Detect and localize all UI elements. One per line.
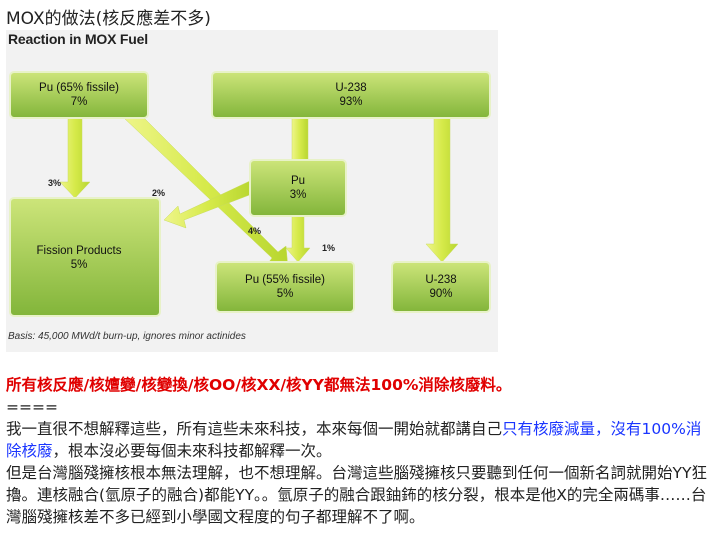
- diagram-heading: Reaction in MOX Fuel: [8, 31, 148, 47]
- flow-arrow-pu65-to-fp: [59, 117, 91, 199]
- node-pu55: Pu (55% fissile) 5%: [216, 273, 354, 301]
- node-pu55-value: 5%: [276, 288, 294, 300]
- flow-label-pu-to-pu55: 1%: [322, 243, 336, 253]
- headline: 所有核反應/核嬗變/核變換/核OO/核XX/核YY都無法100%消除核廢料。: [6, 376, 512, 394]
- flow-arrow-u238-to-pu-body: [291, 117, 309, 163]
- node-fission-products: Fission Products 5%: [10, 244, 148, 272]
- mox-reaction-diagram: Reaction in MOX Fuel: [6, 30, 498, 352]
- node-u238-output: U-238 90%: [392, 273, 490, 301]
- highlight-link[interactable]: 只有核廢減量，沒有100%消除核廢: [6, 420, 702, 460]
- node-u238-output-name: U-238: [425, 274, 457, 286]
- node-box-fission-products: [9, 197, 161, 317]
- paragraph-1-start: 我一直很不想解釋這些，所有這些未來科技，本來每個一開始就都講自己: [6, 420, 503, 438]
- node-u238-input-name: U-238: [335, 82, 367, 94]
- node-pu-mid: Pu 3%: [250, 174, 346, 202]
- separator: ====: [6, 398, 58, 416]
- node-box-pu65: [9, 71, 149, 119]
- node-box-pu55: [215, 261, 355, 313]
- node-pu55-name: Pu (55% fissile): [245, 274, 325, 286]
- flow-label-pu-to-fp: 2%: [152, 188, 166, 198]
- node-pu-mid-name: Pu: [290, 175, 306, 187]
- diagram-basis-note: Basis: 45,000 MWd/t burn-up, ignores min…: [8, 331, 246, 342]
- flow-diagram-svg: [9, 71, 491, 317]
- node-pu-mid-value: 3%: [289, 189, 307, 201]
- paragraph-1-end: ，根本沒必要每個未來科技都解釋一次。: [52, 442, 332, 460]
- node-box-pu-mid: [249, 159, 347, 217]
- node-box-u238-output: [391, 261, 491, 313]
- node-u238-output-value: 90%: [429, 288, 453, 300]
- node-fission-products-value: 5%: [70, 259, 88, 271]
- paragraph-1: 我一直很不想解釋這些，所有這些未來科技，本來每個一開始就都講自己只有核廢減量，沒…: [6, 418, 716, 462]
- flow-arrow-pu-to-pu55: [285, 215, 311, 263]
- flow-arrow-pu65-to-pu55: [123, 117, 289, 269]
- node-fission-products-name: Fission Products: [36, 245, 122, 257]
- article-body: 所有核反應/核嬗變/核變換/核OO/核XX/核YY都無法100%消除核廢料。 =…: [6, 374, 716, 528]
- node-pu65-name: Pu (65% fissile): [39, 82, 119, 94]
- node-pu65: Pu (65% fissile) 7%: [10, 81, 148, 109]
- page-title: MOX的做法(核反應差不多): [6, 9, 211, 29]
- node-u238-input: U-238 93%: [212, 81, 490, 109]
- flow-arrow-u238-to-u238out: [425, 117, 459, 263]
- node-box-u238-input: [211, 71, 491, 119]
- flow-label-pu65-to-fp: 3%: [48, 178, 62, 188]
- flow-arrow-pu-to-fp: [163, 179, 253, 229]
- paragraph-2: 但是台灣腦殘擁核根本無法理解，也不想理解。台灣這些腦殘擁核只要聽到任何一個新名詞…: [6, 464, 707, 526]
- node-u238-input-value: 93%: [339, 96, 363, 108]
- node-pu65-value: 7%: [70, 96, 88, 108]
- flow-label-pu65-to-pu55: 4%: [248, 226, 262, 236]
